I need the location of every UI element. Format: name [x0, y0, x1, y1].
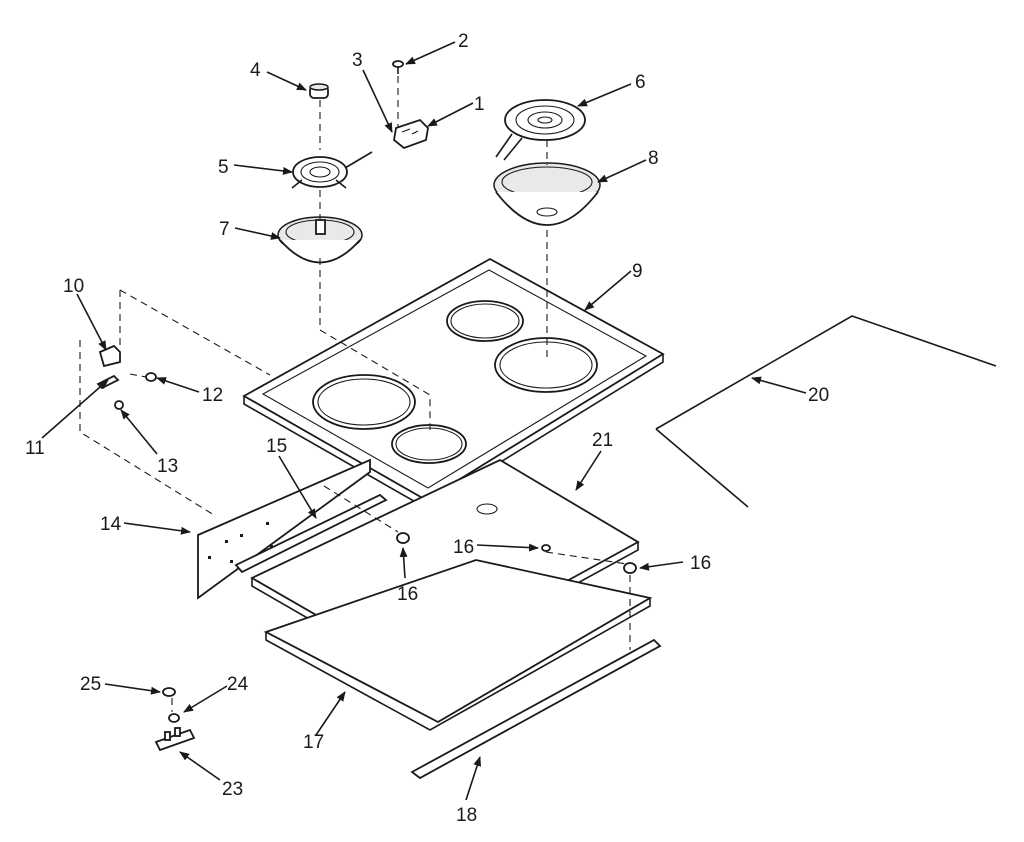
label-part-4: 4 [250, 60, 261, 81]
label-part-12: 12 [202, 385, 223, 406]
bottom-pan [263, 559, 653, 731]
label-part-1: 1 [474, 94, 485, 115]
label-part-2: 2 [458, 31, 469, 52]
label-part-24: 24 [227, 674, 249, 695]
hinge-bracket [96, 344, 121, 390]
label-part-16-mid: 16 [453, 537, 474, 558]
element-cap [309, 83, 329, 99]
label-part-13: 13 [157, 456, 178, 477]
washer-24 [168, 713, 180, 723]
label-part-14: 14 [100, 514, 122, 535]
label-part-21: 21 [592, 430, 613, 451]
label-part-15: 15 [266, 436, 287, 457]
support-rod [655, 315, 997, 508]
large-drip-bowl [493, 162, 601, 226]
screw-13 [114, 400, 124, 410]
terminal-strip [154, 727, 196, 752]
large-surface-element [495, 99, 586, 161]
screw-16-mid [541, 544, 551, 552]
label-part-9: 9 [632, 261, 643, 282]
screw-16-left [396, 532, 410, 544]
small-surface-element [291, 151, 373, 189]
screw-12 [145, 372, 157, 382]
label-part-10: 10 [63, 276, 84, 297]
label-part-23: 23 [222, 779, 243, 800]
main-cooktop [242, 257, 665, 509]
screw-25 [162, 687, 176, 697]
label-part-16-right: 16 [690, 553, 711, 574]
screw-16-right [623, 562, 637, 574]
label-part-5: 5 [218, 157, 229, 178]
label-part-11: 11 [25, 438, 45, 459]
leader-arrows [41, 41, 807, 801]
terminal-block [393, 118, 429, 150]
label-part-3: 3 [352, 50, 363, 71]
label-part-20: 20 [808, 385, 829, 406]
trim-strip [410, 638, 662, 780]
label-part-7: 7 [219, 219, 230, 240]
front-strip [234, 493, 388, 574]
label-part-25: 25 [80, 674, 101, 695]
screw-2 [392, 60, 404, 74]
label-part-8: 8 [648, 148, 659, 169]
label-part-6: 6 [635, 72, 646, 93]
label-part-17: 17 [303, 732, 324, 753]
small-drip-bowl [277, 216, 363, 264]
label-part-18: 18 [456, 805, 477, 826]
label-part-16-left: 16 [397, 584, 418, 605]
assembly-lines [79, 76, 631, 712]
